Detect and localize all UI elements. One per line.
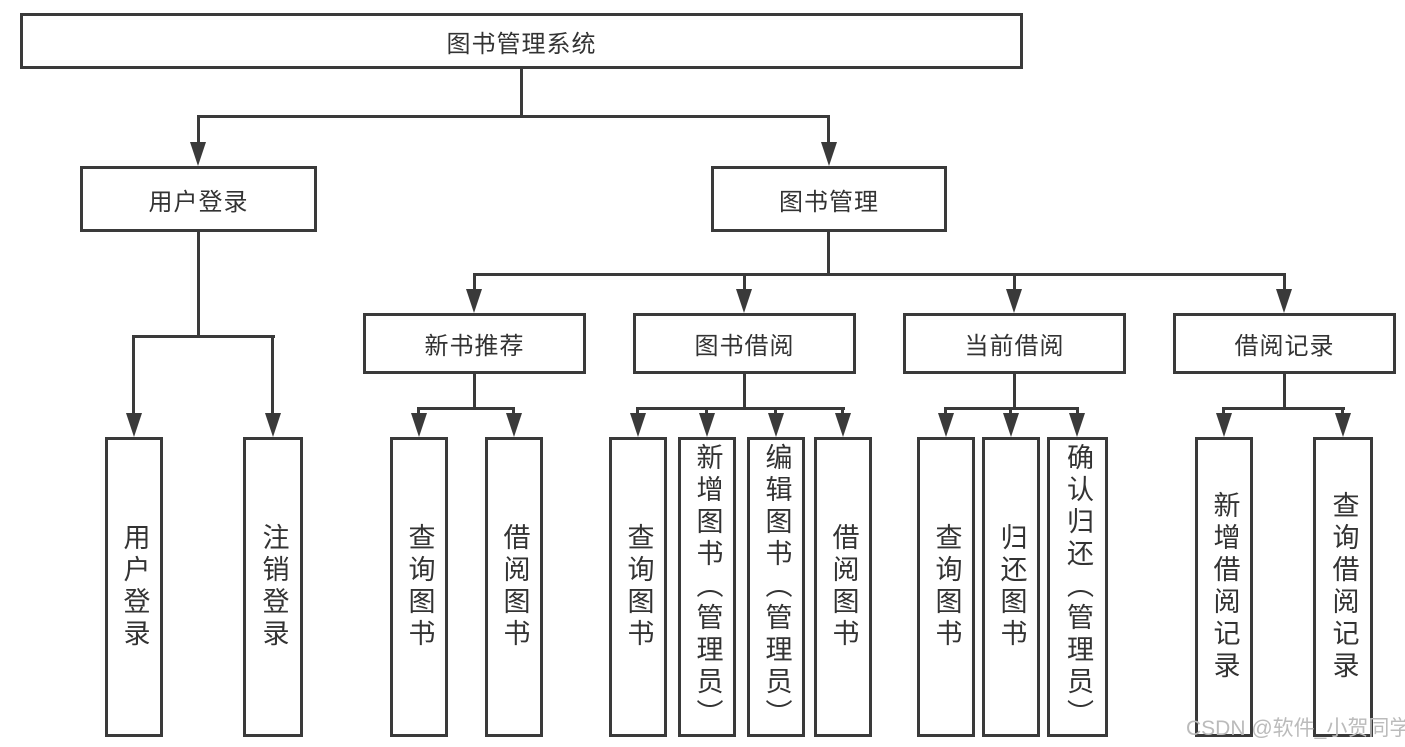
leaf-box-user-login: 用户登录: [105, 437, 163, 737]
arrowhead-cb-query-icon: [938, 413, 954, 437]
connector-user-login-drop: [197, 115, 200, 145]
arrowhead-book-management-icon: [821, 142, 837, 166]
connector-book-management-drop: [827, 115, 830, 145]
arrowhead-cb-confirm-icon: [1069, 413, 1085, 437]
connector-new-book-recommend-drop: [473, 273, 476, 293]
connector-br-add-drop: [1222, 407, 1225, 417]
connector-borrowing-records-horizontal: [1222, 407, 1345, 410]
connector-borrowing-records-stem: [1283, 374, 1286, 410]
root-label: 图书管理系统: [446, 30, 597, 58]
section-label-book-borrowing: 图书借阅: [694, 333, 795, 360]
leaf-label-cb-query-books: 查询图书: [931, 523, 962, 651]
leaf-box-bb-add-books: 新增图书（管理员）: [678, 437, 736, 737]
connector-logout-drop: [271, 335, 274, 415]
connector-new-book-recommend-stem: [473, 374, 476, 410]
arrowhead-borrowing-records-icon: [1276, 289, 1292, 313]
connector-bb-query-drop: [636, 407, 639, 417]
section-label-borrowing-records: 借阅记录: [1234, 333, 1335, 360]
connector-user-login-horizontal: [132, 335, 275, 338]
connector-user-login-stem: [197, 232, 200, 337]
connector-cb-confirm-drop: [1076, 407, 1079, 417]
leaf-label-nb-query-books: 查询图书: [404, 523, 435, 651]
leaf-box-bb-edit-books: 编辑图书（管理员）: [747, 437, 805, 737]
leaf-box-cb-query-books: 查询图书: [917, 437, 975, 737]
arrowhead-nb-query-icon: [411, 413, 427, 437]
branch-label-user-login: 用户登录: [148, 188, 249, 216]
leaf-label-cb-confirm-return: 确认归还（管理员）: [1063, 443, 1093, 731]
leaf-label-bb-borrow-books: 借阅图书: [828, 523, 859, 651]
arrowhead-bb-edit-icon: [768, 413, 784, 437]
leaf-box-br-add-record: 新增借阅记录: [1195, 437, 1253, 737]
section-box-borrowing-records: 借阅记录: [1173, 313, 1396, 374]
section-label-current-borrowing: 当前借阅: [964, 333, 1065, 360]
connector-bb-edit-drop: [774, 407, 777, 417]
connector-root-stem: [520, 69, 523, 118]
arrowhead-br-add-icon: [1216, 413, 1232, 437]
leaf-box-bb-borrow-books: 借阅图书: [814, 437, 872, 737]
leaf-label-bb-add-books: 新增图书（管理员）: [692, 443, 723, 731]
leaf-box-nb-borrow-books: 借阅图书: [485, 437, 543, 737]
leaf-label-logout: 注销登录: [258, 523, 289, 651]
leaf-label-br-query-record: 查询借阅记录: [1328, 491, 1359, 683]
branch-box-book-management: 图书管理: [711, 166, 947, 232]
connector-nb-borrow-drop: [512, 407, 515, 417]
connector-br-query-drop: [1341, 407, 1344, 417]
connector-bb-add-drop: [705, 407, 708, 417]
csdn-watermark: CSDN @软件_小贺同学: [1186, 717, 1405, 740]
root-box-library-system: 图书管理系统: [20, 13, 1023, 69]
arrowhead-book-borrowing-icon: [736, 289, 752, 313]
connector-book-borrowing-stem: [743, 374, 746, 410]
leaf-label-bb-query-books: 查询图书: [623, 523, 654, 651]
section-box-book-borrowing: 图书借阅: [633, 313, 856, 374]
arrowhead-login-icon: [126, 413, 142, 437]
leaf-box-cb-return-books: 归还图书: [982, 437, 1040, 737]
connector-book-borrowing-drop: [743, 273, 746, 293]
connector-cb-return-drop: [1009, 407, 1012, 417]
arrowhead-bb-query-icon: [630, 413, 646, 437]
section-box-current-borrowing: 当前借阅: [903, 313, 1126, 374]
arrowhead-cb-return-icon: [1003, 413, 1019, 437]
connector-login-drop: [132, 335, 135, 415]
connector-book-borrowing-horizontal: [636, 407, 845, 410]
leaf-box-logout: 注销登录: [243, 437, 303, 737]
arrowhead-bb-add-icon: [699, 413, 715, 437]
arrowhead-bb-borrow-icon: [835, 413, 851, 437]
connector-new-book-recommend-horizontal: [417, 407, 515, 410]
connector-cb-query-drop: [944, 407, 947, 417]
arrowhead-current-borrowing-icon: [1006, 289, 1022, 313]
arrowhead-br-query-icon: [1335, 413, 1351, 437]
leaf-label-bb-edit-books: 编辑图书（管理员）: [761, 443, 792, 731]
leaf-box-cb-confirm-return: 确认归还（管理员）: [1047, 437, 1108, 737]
arrowhead-logout-icon: [265, 413, 281, 437]
connector-nb-query-drop: [417, 407, 420, 417]
leaf-box-br-query-record: 查询借阅记录: [1313, 437, 1373, 737]
leaf-label-cb-return-books: 归还图书: [996, 523, 1027, 651]
arrowhead-user-login-icon: [190, 142, 206, 166]
section-box-new-book-recommend: 新书推荐: [363, 313, 586, 374]
leaf-box-nb-query-books: 查询图书: [390, 437, 448, 737]
connector-current-borrowing-drop: [1013, 273, 1016, 293]
connector-current-borrowing-stem: [1013, 374, 1016, 410]
leaf-label-nb-borrow-books: 借阅图书: [499, 523, 530, 651]
branch-label-book-management: 图书管理: [779, 188, 879, 216]
leaf-box-bb-query-books: 查询图书: [609, 437, 667, 737]
arrowhead-new-book-recommend-icon: [466, 289, 482, 313]
connector-book-management-stem: [827, 232, 830, 276]
leaf-label-user-login: 用户登录: [119, 523, 150, 651]
connector-root-horizontal: [197, 115, 830, 118]
branch-box-user-login: 用户登录: [80, 166, 317, 232]
connector-borrowing-records-drop: [1283, 273, 1286, 293]
leaf-label-br-add-record: 新增借阅记录: [1209, 491, 1240, 683]
connector-bb-borrow-drop: [841, 407, 844, 417]
section-label-new-book-recommend: 新书推荐: [424, 333, 525, 360]
connector-book-management-horizontal: [473, 273, 1286, 276]
arrowhead-nb-borrow-icon: [506, 413, 522, 437]
